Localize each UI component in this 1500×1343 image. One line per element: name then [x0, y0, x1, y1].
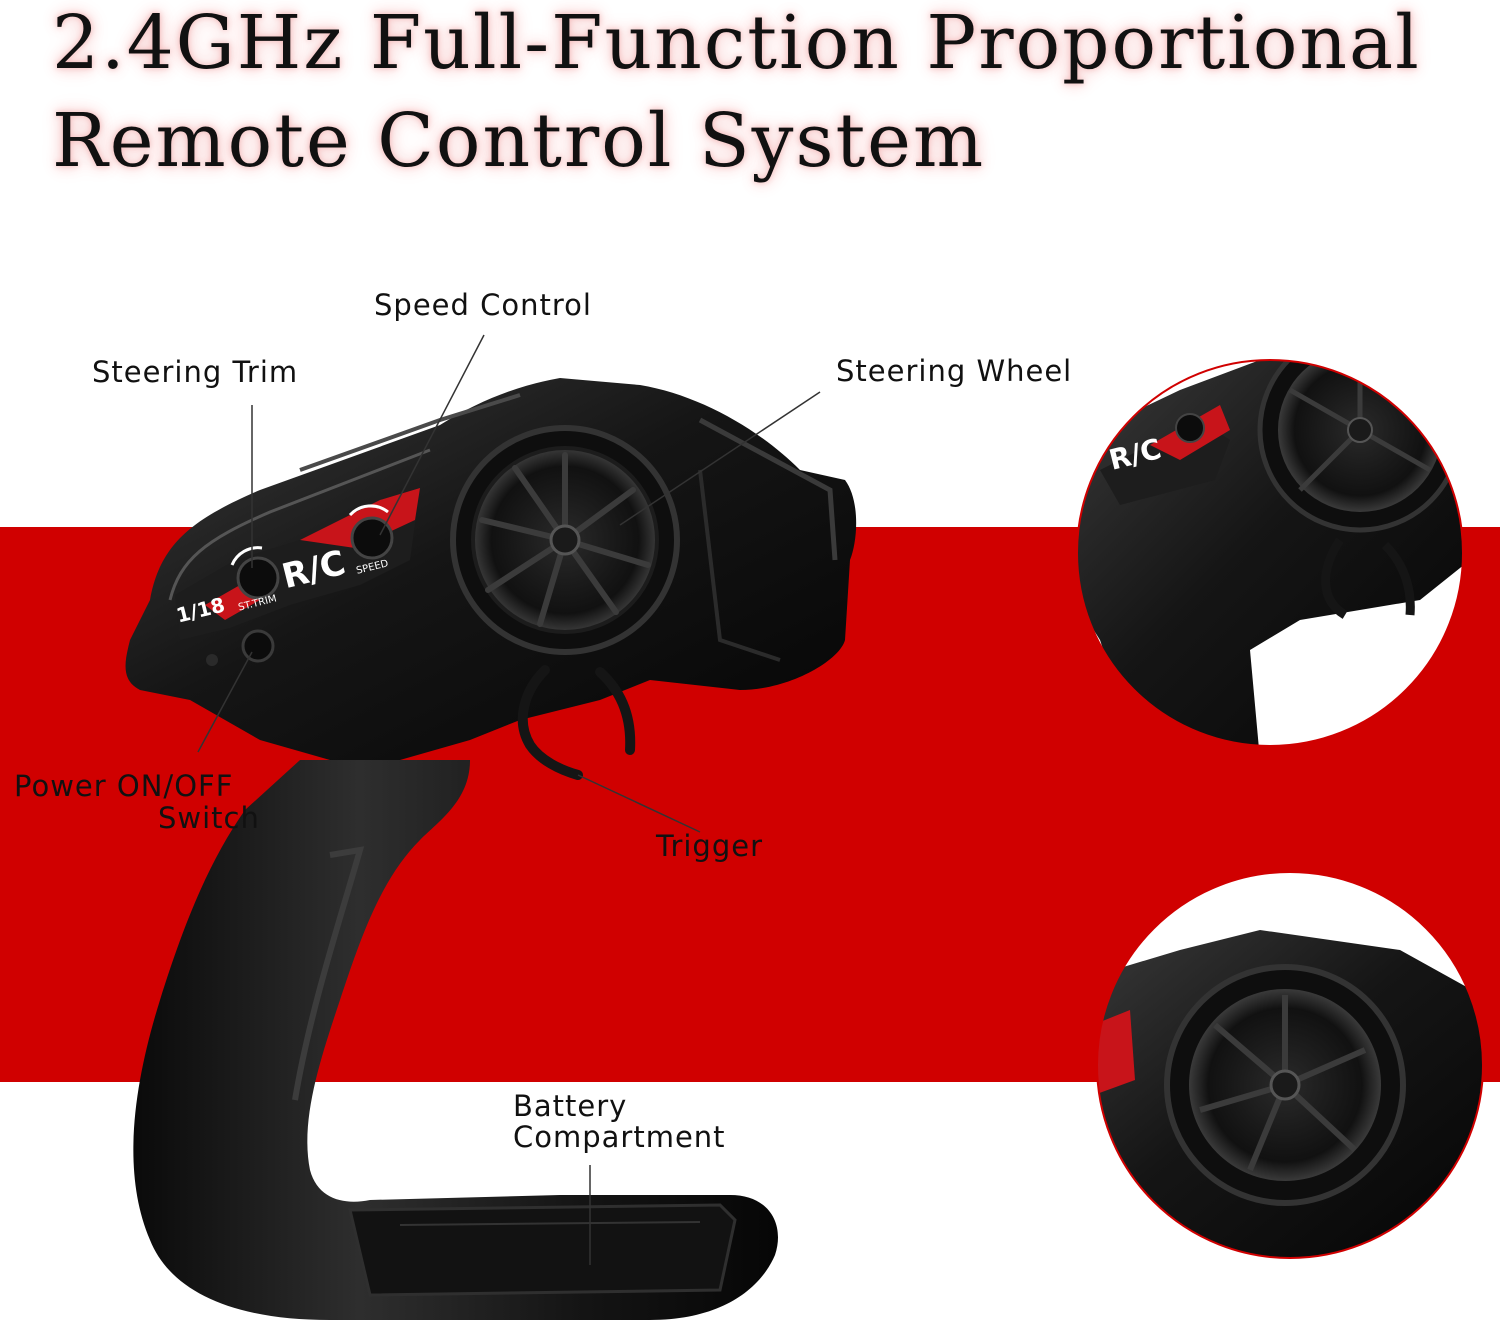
power-switch-button[interactable] — [241, 629, 275, 663]
battery-compartment-cover — [348, 1203, 737, 1297]
speed-control-knob[interactable] — [350, 516, 394, 560]
rc-decal — [175, 488, 420, 666]
callout-leader-lines — [197, 334, 821, 1265]
steering-wheel[interactable] — [450, 425, 680, 655]
headline-line-1: 2.4GHz Full-Function Proportional — [52, 0, 1421, 86]
callout-speed-control: Speed Control — [374, 288, 592, 322]
callout-steering-trim: Steering Trim — [92, 355, 299, 389]
callout-power-switch-line-2: Switch — [158, 801, 260, 835]
trigger[interactable] — [517, 665, 636, 780]
callout-battery-line-1: Battery — [513, 1089, 628, 1123]
callout-trigger: Trigger — [656, 829, 764, 863]
callout-steering-wheel: Steering Wheel — [836, 354, 1073, 388]
callout-battery-line-2: Compartment — [513, 1120, 726, 1154]
headline-line-2: Remote Control System — [52, 98, 986, 184]
detail-zoom-top: R/C — [1076, 359, 1464, 747]
callout-power-switch-line-1: Power ON/OFF — [14, 769, 234, 803]
detail-zoom-bottom — [1096, 871, 1484, 1259]
transmitter-grip — [133, 760, 778, 1320]
steering-trim-knob[interactable] — [236, 556, 280, 600]
